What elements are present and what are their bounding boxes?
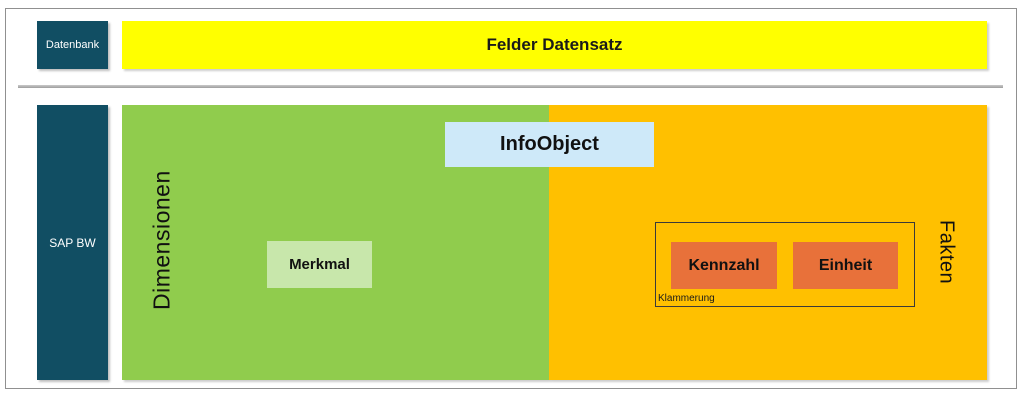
dimensionen-label: Dimensionen — [148, 170, 175, 310]
merkmal-box: Merkmal — [267, 241, 372, 288]
sapbw-box: SAP BW — [37, 105, 108, 380]
infoobject-box: InfoObject — [445, 122, 654, 167]
kennzahl-box: Kennzahl — [671, 242, 777, 289]
datenbank-box: Datenbank — [37, 21, 108, 69]
felder-datensatz-bar: Felder Datensatz — [122, 21, 987, 69]
klammerung-label: Klammerung — [658, 293, 715, 304]
fakten-label: Fakten — [935, 219, 958, 285]
row-divider — [18, 85, 1003, 88]
einheit-box: Einheit — [793, 242, 898, 289]
klammerung-group — [655, 222, 915, 307]
